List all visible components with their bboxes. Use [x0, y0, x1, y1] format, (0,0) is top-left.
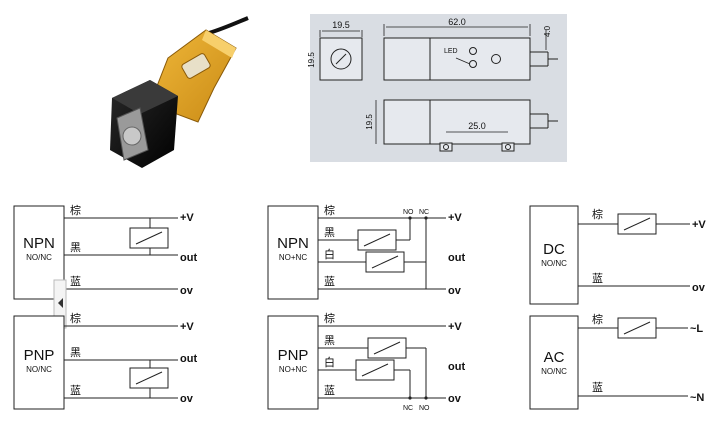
npn2-ov: ov — [448, 285, 462, 297]
pnp1-ov: ov — [180, 393, 194, 405]
pnp1-brown-label: 棕 — [70, 311, 81, 325]
ac-n: ~N — [690, 392, 704, 404]
pnp2-nc: NC — [403, 405, 413, 412]
npn1-sub: NO/NC — [26, 253, 52, 262]
pnp1-sub: NO/NC — [26, 365, 52, 374]
npn1-black-label: 黑 — [70, 241, 81, 254]
pnp1-blue-label: 蓝 — [70, 384, 81, 397]
npn2-no: NO — [403, 209, 414, 216]
dimension-drawing: 19.5 19.5 62.0 LED 4.0 25.0 19.5 — [307, 14, 567, 162]
pnp2-ov: ov — [448, 393, 462, 405]
npn1-brown-label: 棕 — [70, 203, 81, 217]
dc-blue-label: 蓝 — [592, 272, 603, 285]
wiring-pnp-no-plus-nc — [267, 315, 446, 410]
dc-brown-label: 棕 — [592, 207, 603, 221]
npn2-nc: NC — [419, 209, 429, 216]
wiring-pnp-no-nc — [13, 315, 178, 410]
pnp1-plus-v: +V — [180, 321, 194, 333]
pnp2-plus-v: +V — [448, 321, 462, 333]
dc-title: DC — [543, 241, 565, 258]
npn1-plus-v: +V — [180, 212, 194, 224]
npn2-plus-v: +V — [448, 212, 462, 224]
npn1-title: NPN — [23, 235, 55, 252]
ac-l: ~L — [690, 323, 703, 335]
ac-brown-label: 棕 — [592, 312, 603, 326]
pnp1-black-label: 黑 — [70, 346, 81, 359]
dc-plus-v: +V — [692, 219, 706, 231]
npn1-blue-label: 蓝 — [70, 275, 81, 288]
pnp2-out: out — [448, 361, 465, 373]
led-label: LED — [444, 48, 458, 55]
dc-sub: NO/NC — [541, 259, 567, 268]
npn2-out: out — [448, 252, 465, 264]
side-height-dim: 19.5 — [365, 114, 374, 130]
wiring-ac — [529, 315, 688, 410]
npn2-white-label: 白 — [324, 247, 335, 261]
small-dim: 4.0 — [543, 25, 552, 37]
npn2-brown-label: 棕 — [324, 203, 335, 217]
front-width-dim: 19.5 — [332, 20, 350, 30]
wiring-npn-no-plus-nc — [267, 205, 446, 300]
pnp1-out: out — [180, 353, 197, 365]
pnp2-sub: NO+NC — [279, 365, 307, 374]
wiring-npn-no-nc — [13, 205, 178, 300]
dc-ov: ov — [692, 282, 706, 294]
npn2-black-label: 黑 — [324, 226, 335, 239]
sensor-photo — [110, 16, 249, 168]
npn1-ov: ov — [180, 285, 194, 297]
pnp2-blue-label: 蓝 — [324, 384, 335, 397]
ac-title: AC — [544, 349, 565, 366]
npn2-blue-label: 蓝 — [324, 275, 335, 288]
hole-spacing-dim: 25.0 — [468, 121, 486, 131]
npn2-sub: NO+NC — [279, 253, 307, 262]
ac-sub: NO/NC — [541, 367, 567, 376]
pnp2-no: NO — [419, 405, 430, 412]
pnp2-brown-label: 棕 — [324, 311, 335, 325]
pnp2-white-label: 白 — [324, 355, 335, 369]
npn1-out: out — [180, 252, 197, 264]
wiring-dc — [529, 205, 690, 305]
ac-blue-label: 蓝 — [592, 381, 603, 394]
length-dim: 62.0 — [448, 17, 466, 27]
pnp1-title: PNP — [24, 347, 55, 364]
pnp2-title: PNP — [278, 347, 309, 364]
npn2-title: NPN — [277, 235, 309, 252]
front-height-dim: 19.5 — [307, 52, 316, 68]
pnp2-black-label: 黑 — [324, 334, 335, 347]
